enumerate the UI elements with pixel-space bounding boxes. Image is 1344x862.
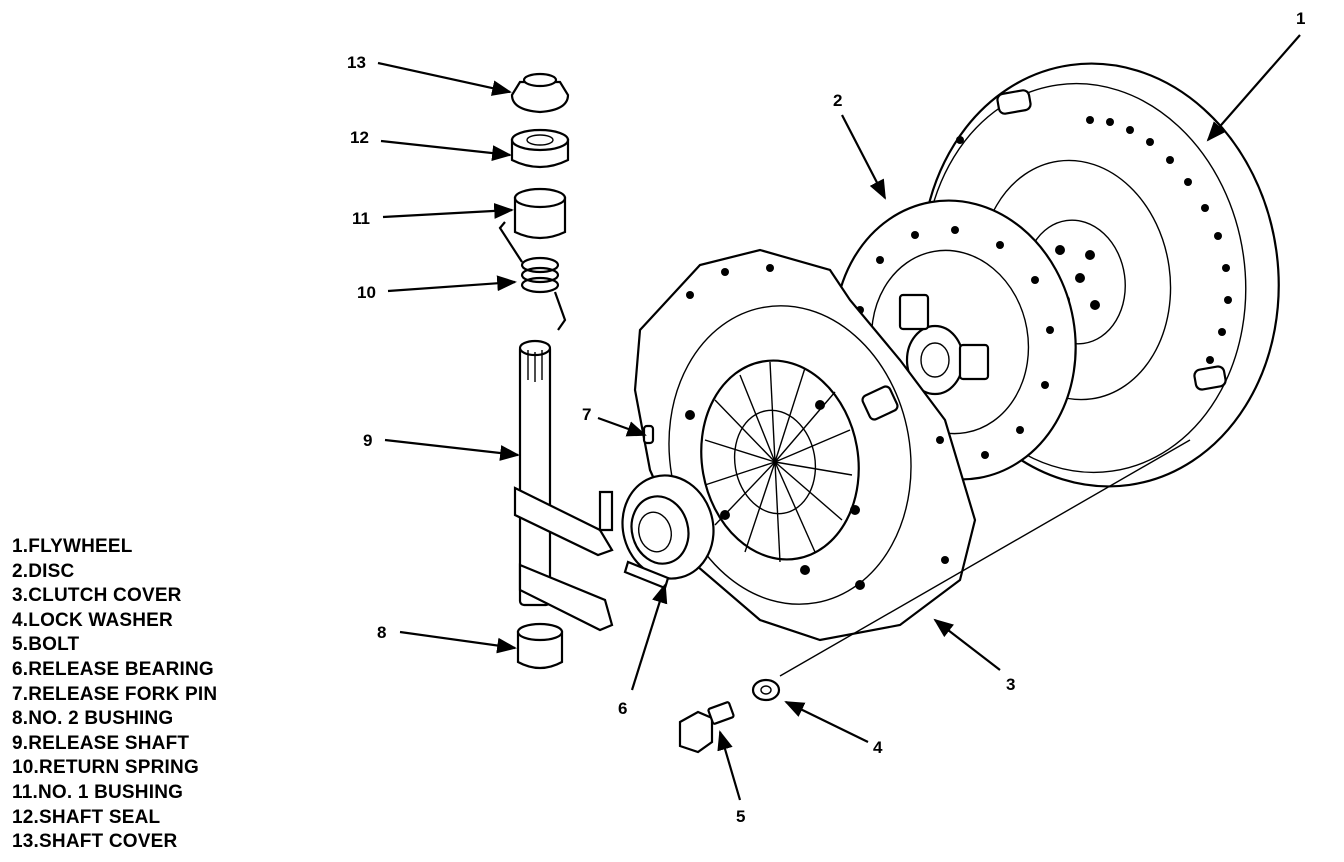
legend-item: 5.BOLT xyxy=(12,634,80,656)
release-bearing xyxy=(621,474,715,590)
legend-item: 10.RETURN SPRING xyxy=(12,757,199,779)
shaft-seal xyxy=(510,128,570,169)
callout-13: 13 xyxy=(347,53,366,72)
legend-item: 9.RELEASE SHAFT xyxy=(12,732,190,754)
parts-legend: 1.FLYWHEEL 2.DISC 3.CLUTCH COVER 4.LOCK … xyxy=(12,535,217,855)
release-shaft xyxy=(513,339,614,632)
callout-1: 1 xyxy=(1296,9,1305,28)
return-spring xyxy=(498,221,567,331)
legend-item: 12.SHAFT SEAL xyxy=(12,806,161,828)
lock-washer xyxy=(751,678,781,702)
shaft-cover xyxy=(510,72,570,114)
legend-item: 3.CLUTCH COVER xyxy=(12,585,182,607)
legend-item: 7.RELEASE FORK PIN xyxy=(12,683,218,705)
legend-item: 1.FLYWHEEL xyxy=(12,536,133,557)
no2-bushing xyxy=(516,622,564,670)
callout-8: 8 xyxy=(377,623,386,642)
callout-5: 5 xyxy=(736,807,745,826)
callout-3: 3 xyxy=(1006,675,1015,694)
callout-7: 7 xyxy=(582,405,591,424)
legend-item: 2.DISC xyxy=(12,560,75,582)
callout-2: 2 xyxy=(833,91,842,110)
no1-bushing xyxy=(513,187,567,240)
callout-10: 10 xyxy=(357,283,376,302)
callout-9: 9 xyxy=(363,431,372,450)
bolt xyxy=(678,701,735,754)
legend-item: 8.NO. 2 BUSHING xyxy=(12,708,174,730)
legend-item: 6.RELEASE BEARING xyxy=(12,658,214,680)
callout-4: 4 xyxy=(873,738,883,757)
callout-leaders xyxy=(377,34,1301,801)
callout-11: 11 xyxy=(352,209,370,228)
alignment-line xyxy=(779,439,1191,677)
legend-item: 13.SHAFT COVER xyxy=(12,831,178,853)
callout-6: 6 xyxy=(618,699,627,718)
callout-12: 12 xyxy=(350,128,369,147)
clutch-cover xyxy=(633,248,977,642)
legend-item: 4.LOCK WASHER xyxy=(12,609,173,631)
release-fork-pin xyxy=(642,424,655,445)
legend-item: 11.NO. 1 BUSHING xyxy=(12,781,184,803)
